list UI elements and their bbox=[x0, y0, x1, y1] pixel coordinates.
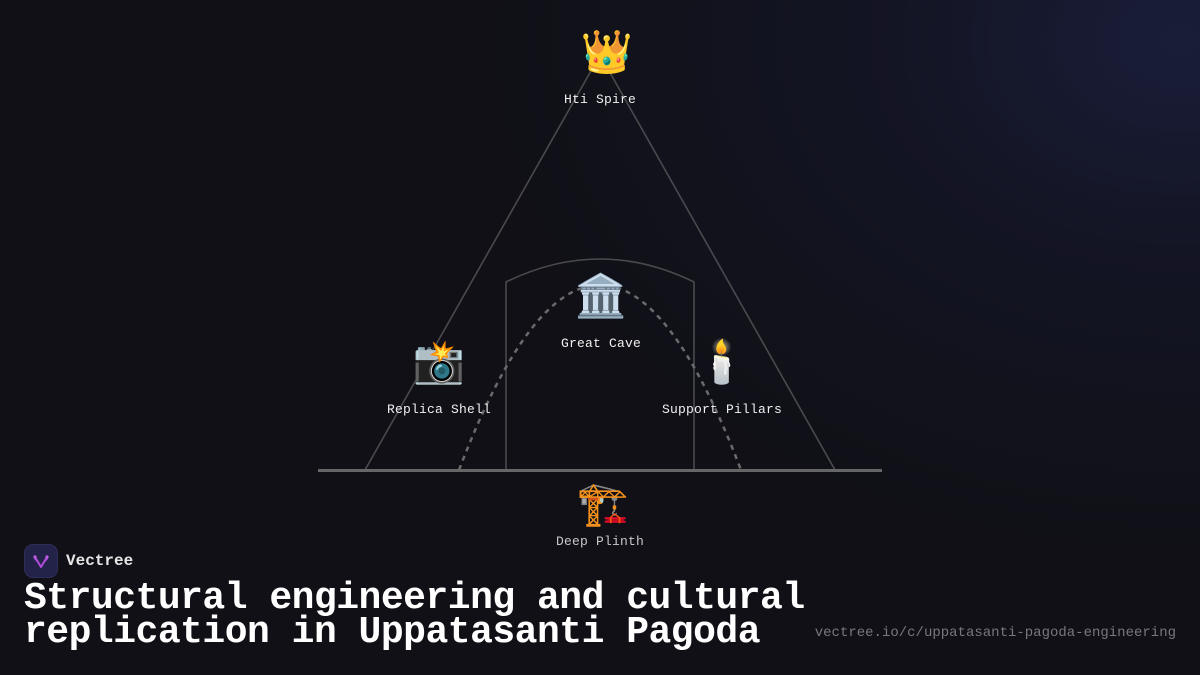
replica-shell-dashed-curve bbox=[457, 284, 743, 471]
node-replica-shell: 📸 Replica Shell bbox=[386, 337, 492, 418]
node-label: Replica Shell bbox=[386, 402, 492, 417]
spire-right-edge bbox=[599, 54, 836, 471]
construction-crane-icon: 🏗️ bbox=[576, 479, 630, 528]
vectree-logo-icon bbox=[24, 544, 58, 578]
crown-icon: 👑 bbox=[580, 27, 634, 76]
page-title: Structural engineering and cultural repl… bbox=[24, 580, 805, 652]
node-label: Great Cave bbox=[560, 336, 642, 351]
node-label: Deep Plinth bbox=[555, 534, 645, 549]
brand: Vectree bbox=[24, 544, 133, 578]
title-line-1: Structural engineering and cultural bbox=[24, 577, 805, 620]
node-support-pillars: 🕯️ Support Pillars bbox=[661, 337, 783, 418]
source-url: vectree.io/c/uppatasanti-pagoda-engineer… bbox=[814, 625, 1176, 641]
spire-left-edge bbox=[364, 54, 601, 471]
title-line-2: replication in Uppatasanti Pagoda bbox=[24, 611, 761, 654]
node-hti-spire: 👑 Hti Spire bbox=[564, 27, 636, 108]
camera-flash-icon: 📸 bbox=[412, 337, 466, 386]
brand-name: Vectree bbox=[66, 552, 134, 570]
node-deep-plinth: 🏗️ Deep Plinth bbox=[556, 479, 644, 550]
node-great-cave: 🏛️ Great Cave bbox=[560, 271, 642, 352]
node-label: Hti Spire bbox=[563, 92, 637, 107]
candle-icon: 🕯️ bbox=[695, 337, 749, 386]
classical-building-icon: 🏛️ bbox=[574, 271, 628, 320]
node-label: Support Pillars bbox=[661, 402, 783, 417]
cave-arch-outline bbox=[505, 258, 695, 470]
